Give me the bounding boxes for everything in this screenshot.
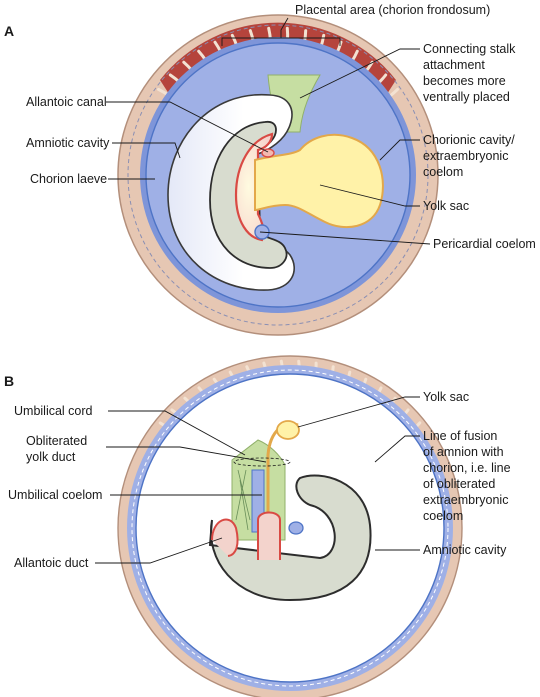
- leader-a-amniotic-cavity: [112, 142, 181, 159]
- label-b-line-of-fusion-6: coelom: [423, 509, 463, 523]
- label-a-chorionic-cavity-2: extraembryonic: [423, 149, 508, 163]
- panel-b-letter: B: [4, 373, 14, 389]
- panel-b-pericardial-coelom: [288, 521, 304, 535]
- label-a-connecting-stalk-2: attachment: [423, 58, 485, 72]
- label-b-umbilical-cord: Umbilical cord: [14, 404, 93, 418]
- leader-b-allantoic-duct: [95, 537, 223, 564]
- panel-a: A Plac: [4, 3, 536, 336]
- label-a-connecting-stalk-3: becomes more: [423, 74, 506, 88]
- panel-b-yolk-sac: [276, 420, 300, 440]
- leader-a-allantoic-canal: [106, 101, 269, 153]
- label-b-line-of-fusion-2: of amnion with: [423, 445, 504, 459]
- label-b-yolk-sac: Yolk sac: [423, 390, 469, 404]
- panel-b-embryo: [208, 474, 372, 602]
- leader-a-yolk-sac: [319, 184, 420, 207]
- label-a-chorion-laeve: Chorion laeve: [30, 172, 107, 186]
- label-b-line-of-fusion-1: Line of fusion: [423, 429, 497, 443]
- panel-b: B Umbilical co: [4, 355, 511, 697]
- leader-a-chorionic-cavity: [379, 139, 420, 161]
- panel-b-fusion-marker: [233, 457, 291, 467]
- label-b-amniotic-cavity: Amniotic cavity: [423, 543, 507, 557]
- leader-b-yolk-sac: [297, 396, 420, 428]
- leader-b-obliterated-yolk-duct: [106, 446, 267, 463]
- label-a-connecting-stalk-1: Connecting stalk: [423, 42, 516, 56]
- label-b-umbilical-coelom: Umbilical coelom: [8, 488, 102, 502]
- label-a-pericardial-coelom: Pericardial coelom: [433, 237, 536, 251]
- panel-a-placental-bracket-stem: [280, 17, 289, 38]
- label-b-allantoic-duct: Allantoic duct: [14, 556, 89, 570]
- label-a-chorionic-cavity-3: coelom: [423, 165, 463, 179]
- label-a-allantoic-canal: Allantoic canal: [26, 95, 107, 109]
- label-a-amniotic-cavity: Amniotic cavity: [26, 136, 110, 150]
- leader-a-pericardial-coelom: [259, 231, 431, 245]
- label-b-line-of-fusion-3: chorion, i.e. line: [423, 461, 511, 475]
- label-b-line-of-fusion-5: extraembryonic: [423, 493, 508, 507]
- panel-a-yolk-sac: [254, 133, 384, 229]
- label-b-line-of-fusion-4: of obliterated: [423, 477, 495, 491]
- panel-b-obliterated-coelom-line: [131, 369, 449, 687]
- panel-a-letter: A: [4, 23, 14, 39]
- leader-b-umbilical-cord: [108, 410, 246, 456]
- label-a-yolk-sac: Yolk sac: [423, 199, 469, 213]
- panel-a-allantoic-canal: [261, 148, 275, 158]
- panel-b-allantoic-duct-loop: [211, 518, 239, 557]
- panel-b-gut-loop: [257, 511, 281, 560]
- panel-a-placenta: [160, 22, 396, 108]
- leader-a-connecting-stalk: [299, 48, 420, 99]
- label-a-chorionic-cavity-1: Chorionic cavity/: [423, 133, 515, 147]
- leader-b-line-of-fusion: [374, 435, 420, 463]
- panel-a-decidua-line: [127, 24, 429, 326]
- label-a-placental-area: Placental area (chorion frondosum): [295, 3, 490, 17]
- label-a-connecting-stalk-4: ventrally placed: [423, 90, 510, 104]
- label-b-obliterated-yolk-duct-2: yolk duct: [26, 450, 76, 464]
- label-b-obliterated-yolk-duct-1: Obliterated: [26, 434, 87, 448]
